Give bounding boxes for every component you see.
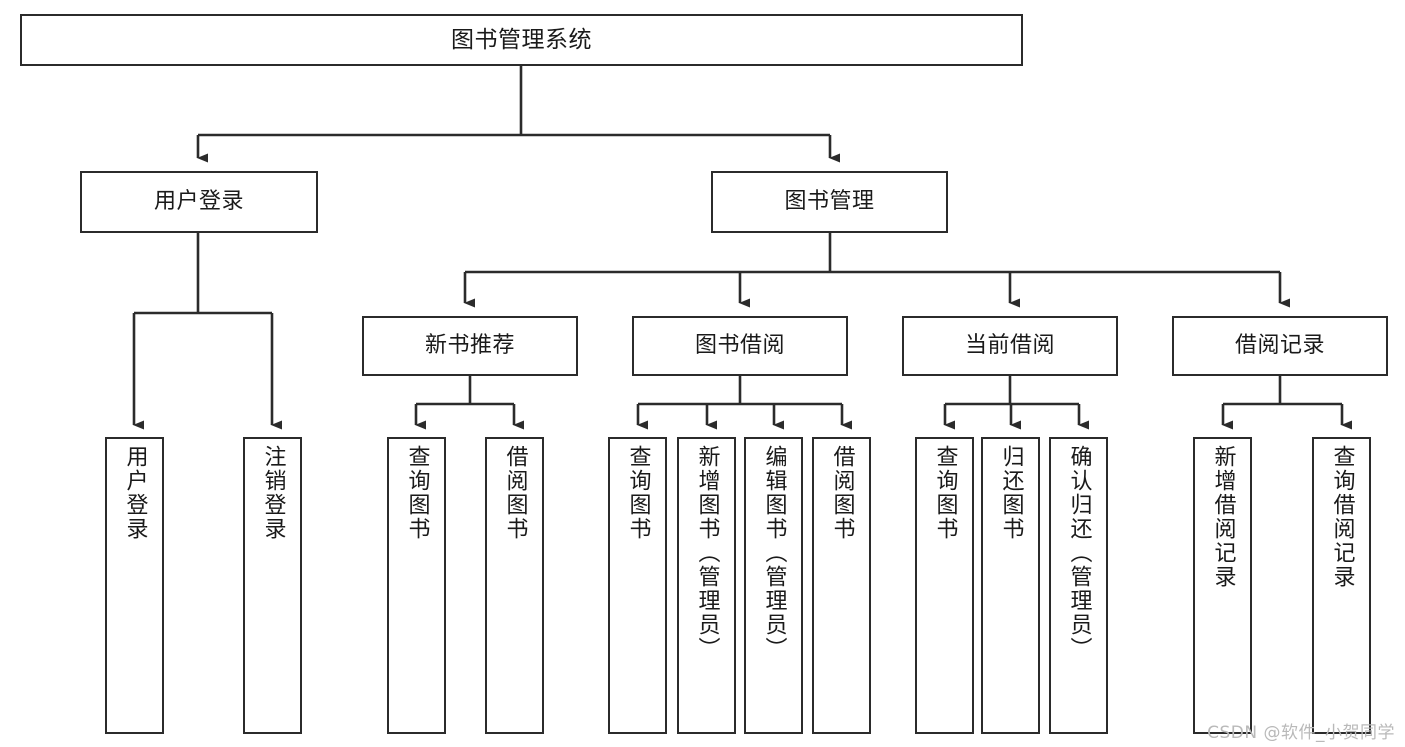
node-label: 用户登录 (153, 188, 244, 214)
node-borrow-records[interactable]: 借阅记录 (1172, 316, 1388, 376)
leaf-user-login-login[interactable]: 用户登录 (105, 437, 164, 734)
leaf-borrow-records-add[interactable]: 新增借阅记录 (1193, 437, 1252, 734)
node-label: 图书借阅 (694, 332, 785, 358)
node-label: 确认归还（管理员） (1066, 445, 1092, 661)
leaf-new-book-borrow[interactable]: 借阅图书 (485, 437, 544, 734)
leaf-book-borrow-borrow[interactable]: 借阅图书 (812, 437, 871, 734)
leaf-borrow-records-query[interactable]: 查询借阅记录 (1312, 437, 1371, 734)
leaf-user-login-logout[interactable]: 注销登录 (243, 437, 302, 734)
leaf-book-borrow-add[interactable]: 新增图书（管理员） (677, 437, 736, 734)
node-label: 查询图书 (404, 445, 430, 541)
node-label: 新增借阅记录 (1210, 445, 1236, 589)
leaf-new-book-query[interactable]: 查询图书 (387, 437, 446, 734)
node-label: 新增图书（管理员） (694, 445, 720, 661)
node-label: 图书管理 (784, 188, 875, 214)
node-label: 查询借阅记录 (1329, 445, 1355, 589)
leaf-current-borrow-query[interactable]: 查询图书 (915, 437, 974, 734)
leaf-book-borrow-query[interactable]: 查询图书 (608, 437, 667, 734)
node-label: 新书推荐 (424, 332, 515, 358)
leaf-book-borrow-edit[interactable]: 编辑图书（管理员） (744, 437, 803, 734)
node-label: 归还图书 (998, 445, 1024, 541)
node-label: 图书管理系统 (451, 26, 592, 53)
node-label: 借阅图书 (829, 445, 855, 541)
leaf-current-borrow-confirm-return[interactable]: 确认归还（管理员） (1049, 437, 1108, 734)
node-new-book-recommend[interactable]: 新书推荐 (362, 316, 578, 376)
node-label: 用户登录 (122, 445, 148, 541)
node-user-login[interactable]: 用户登录 (80, 171, 318, 233)
node-label: 查询图书 (625, 445, 651, 541)
leaf-current-borrow-return[interactable]: 归还图书 (981, 437, 1040, 734)
node-current-borrow[interactable]: 当前借阅 (902, 316, 1118, 376)
node-label: 借阅记录 (1234, 332, 1325, 358)
node-label: 借阅图书 (502, 445, 528, 541)
node-label: 查询图书 (932, 445, 958, 541)
node-label: 注销登录 (260, 445, 286, 541)
node-book-management[interactable]: 图书管理 (711, 171, 948, 233)
node-label: 当前借阅 (964, 332, 1055, 358)
node-root-book-management-system[interactable]: 图书管理系统 (20, 14, 1023, 66)
node-book-borrow[interactable]: 图书借阅 (632, 316, 848, 376)
node-label: 编辑图书（管理员） (761, 445, 787, 661)
